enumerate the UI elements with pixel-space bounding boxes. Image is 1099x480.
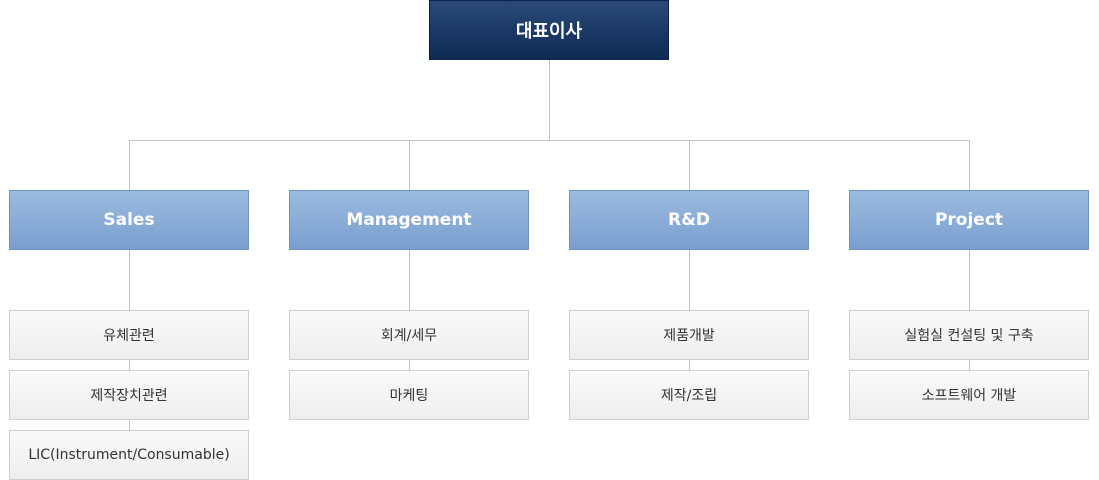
team-label: 마케팅 [389,388,429,404]
team-label: 제품개발 [663,328,715,344]
dept-label: Management [346,210,472,230]
team-label: 회계/세무 [380,328,438,344]
dept-label: Project [934,210,1004,230]
team-box: 마케팅 [289,370,529,420]
team-box: 소프트웨어 개발 [849,370,1089,420]
dept-label: R&D [667,210,711,230]
dept-label: Sales [103,210,155,230]
team-label: 제작장치관련 [90,388,168,404]
ceo-box: 대표이사 [429,0,669,60]
dept-box-rnd: R&D [569,190,809,250]
team-box: 제품개발 [569,310,809,360]
dept-box-sales: Sales [9,190,249,250]
team-box: 제작/조립 [569,370,809,420]
team-label: 유체관련 [103,328,155,344]
team-box: 유체관련 [9,310,249,360]
dept-box-project: Project [849,190,1089,250]
team-box: 제작장치관련 [9,370,249,420]
dept-box-management: Management [289,190,529,250]
team-label: 소프트웨어 개발 [921,388,1017,404]
team-label: 제작/조립 [660,388,718,404]
ceo-label: 대표이사 [515,21,583,42]
team-box: 실험실 컨설팅 및 구축 [849,310,1089,360]
team-label: 실험실 컨설팅 및 구축 [904,328,1034,344]
team-label: LIC(Instrument/Consumable) [28,447,230,463]
team-box: 회계/세무 [289,310,529,360]
team-box: LIC(Instrument/Consumable) [9,430,249,480]
